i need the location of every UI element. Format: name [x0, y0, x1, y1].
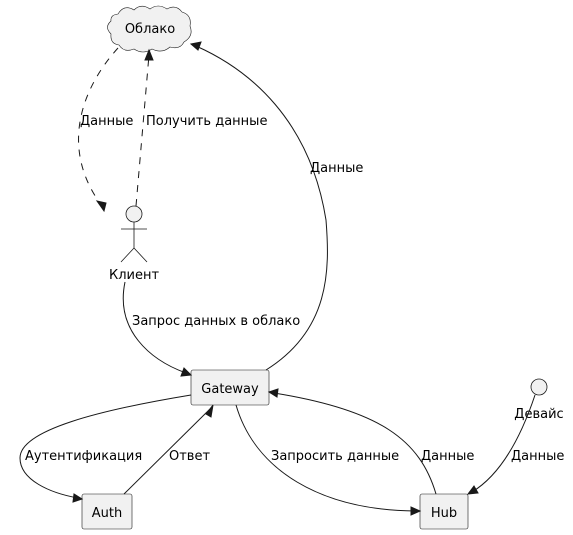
edge-label: Данные — [421, 449, 474, 464]
cloud-node[interactable]: Облако — [107, 5, 192, 53]
auth-box — [81, 493, 133, 530]
client-label: Клиент — [109, 268, 159, 283]
edge-line — [78, 47, 119, 207]
auth-node[interactable]: Auth — [81, 493, 133, 530]
device-circle — [530, 378, 548, 396]
edge-label: Данные — [310, 161, 363, 176]
gateway-node[interactable]: Gateway — [190, 369, 270, 406]
edge-label: Данные — [80, 114, 133, 129]
edge-line — [235, 404, 416, 512]
arrow-head — [205, 404, 214, 418]
gateway-box — [190, 369, 270, 406]
edge-line — [471, 394, 536, 493]
arrow-head — [466, 485, 479, 495]
edge-label: Данные — [511, 449, 564, 464]
edge-line — [19, 394, 192, 499]
edge-gateway-to-hub: Запросить данные — [235, 404, 422, 516]
edge-label: Аутентификация — [25, 449, 142, 464]
cloud-label: Облако — [125, 22, 175, 37]
edge-line — [273, 392, 437, 495]
actor-head — [125, 205, 143, 223]
actor-right-leg — [133, 247, 148, 263]
edge-label: Ответ — [169, 449, 210, 464]
edge-client-to-cloud: Получить данные — [135, 48, 267, 207]
edge-gateway-to-cloud: Данные — [189, 41, 363, 371]
arrow-head — [144, 48, 154, 61]
edge-label: Запрос данных в облако — [132, 314, 300, 329]
edge-cloud-to-client: Данные — [78, 47, 133, 213]
auth-label: Auth — [92, 506, 122, 521]
edge-line — [123, 408, 211, 495]
device-label: Девайс — [514, 407, 563, 422]
edge-hub-to-gateway: Данные — [267, 388, 474, 495]
edge-auth-to-gateway: Ответ — [123, 404, 214, 495]
client-actor[interactable]: Клиент — [109, 205, 159, 283]
hub-node[interactable]: Hub — [419, 493, 469, 530]
arrow-head — [95, 200, 107, 213]
edge-line — [122, 281, 187, 374]
arrow-head — [410, 506, 422, 516]
edge-label: Запросить данные — [271, 449, 399, 464]
arrow-head — [189, 41, 202, 51]
actor-left-leg — [120, 247, 135, 263]
edge-line — [135, 54, 150, 207]
edge-device-to-hub: Данные — [466, 394, 564, 495]
cloud-shape — [107, 5, 192, 53]
edge-gateway-to-auth: Аутентификация — [19, 394, 192, 503]
edge-label: Получить данные — [146, 114, 267, 129]
edge-client-to-gateway: Запрос данных в облако — [122, 281, 300, 377]
edge-line — [195, 45, 328, 371]
device-node[interactable]: Девайс — [514, 378, 564, 422]
gateway-label: Gateway — [201, 382, 259, 397]
arrow-head — [180, 367, 193, 377]
arrow-head — [267, 388, 279, 398]
arrow-head — [72, 493, 84, 503]
hub-label: Hub — [431, 506, 457, 521]
